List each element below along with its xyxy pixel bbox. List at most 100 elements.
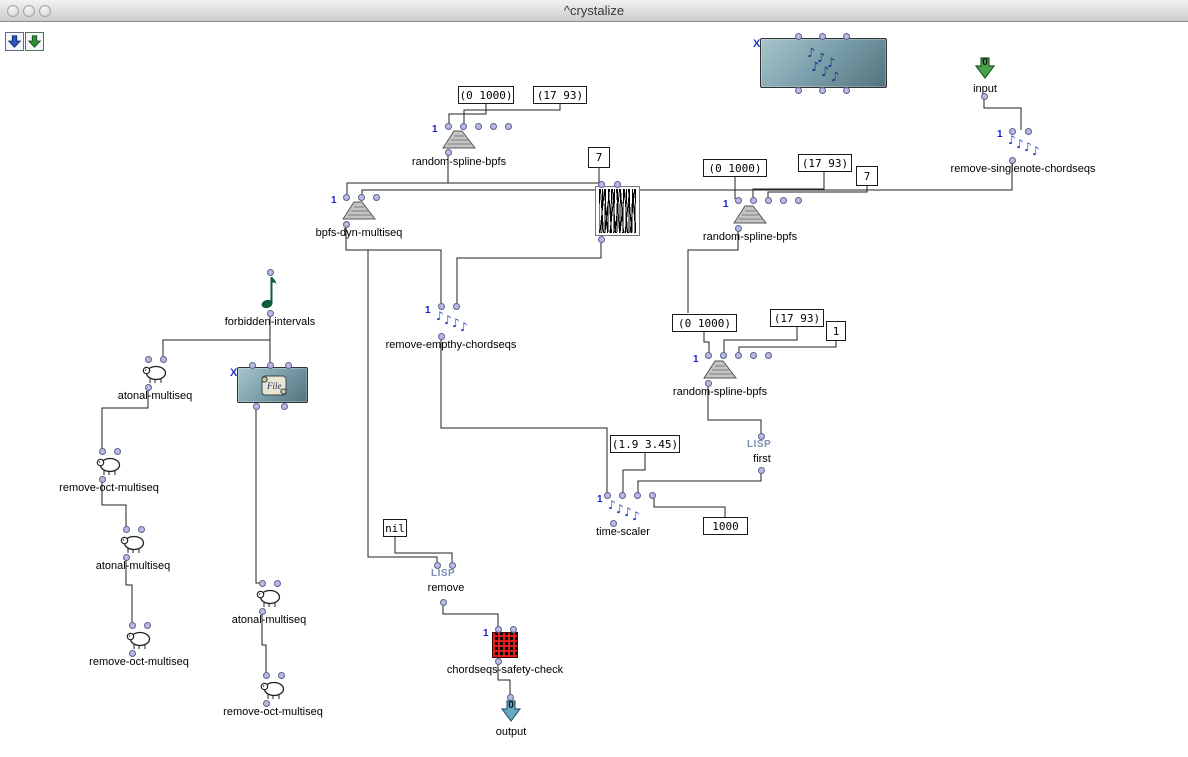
port[interactable] bbox=[604, 492, 611, 499]
port[interactable] bbox=[343, 194, 350, 201]
patch-cord[interactable] bbox=[361, 161, 1013, 196]
port[interactable] bbox=[99, 448, 106, 455]
zoom-button[interactable] bbox=[39, 5, 51, 17]
port[interactable] bbox=[490, 123, 497, 130]
value-box--17-93-[interactable]: (17 93) bbox=[533, 86, 587, 104]
box-remove-oct-multiseq[interactable]: remove-oct-multiseq bbox=[89, 628, 189, 668]
box-forbidden-intervals[interactable]: forbidden-intervals bbox=[225, 274, 315, 328]
box-atonal-multiseq[interactable]: atonal-multiseq bbox=[232, 586, 306, 626]
port[interactable] bbox=[453, 303, 460, 310]
value-box-1000[interactable]: 1000 bbox=[703, 517, 748, 535]
port[interactable] bbox=[795, 87, 802, 94]
port[interactable] bbox=[343, 221, 350, 228]
value-box-nil[interactable]: nil bbox=[383, 519, 407, 537]
port[interactable] bbox=[445, 123, 452, 130]
value-box--0-1000-[interactable]: (0 1000) bbox=[703, 159, 767, 177]
value-box-7[interactable]: 7 bbox=[588, 147, 610, 168]
value-box--17-93-[interactable]: (17 93) bbox=[798, 154, 852, 172]
patch-cord[interactable] bbox=[703, 332, 710, 354]
patch-cord[interactable] bbox=[497, 662, 511, 696]
port[interactable] bbox=[278, 672, 285, 679]
patch-cord[interactable] bbox=[456, 240, 602, 305]
port[interactable] bbox=[505, 123, 512, 130]
port[interactable] bbox=[449, 562, 456, 569]
port[interactable] bbox=[780, 197, 787, 204]
patch-cord[interactable] bbox=[463, 104, 561, 125]
patch-cord[interactable] bbox=[707, 384, 762, 435]
patch-cord[interactable] bbox=[101, 480, 127, 528]
port[interactable] bbox=[373, 194, 380, 201]
score-collection-box[interactable]: X♪♪♪♪♪♪ bbox=[753, 38, 887, 88]
value-box--17-93-[interactable]: (17 93) bbox=[770, 309, 824, 327]
port[interactable] bbox=[843, 33, 850, 40]
patch-cord[interactable] bbox=[637, 471, 762, 494]
patch-cord[interactable] bbox=[687, 229, 739, 313]
port[interactable] bbox=[138, 526, 145, 533]
patch-cord[interactable] bbox=[723, 327, 798, 354]
port[interactable] bbox=[819, 87, 826, 94]
box-atonal-multiseq[interactable]: atonal-multiseq bbox=[118, 362, 192, 402]
port[interactable] bbox=[145, 384, 152, 391]
port[interactable] bbox=[259, 580, 266, 587]
port[interactable] bbox=[705, 352, 712, 359]
port[interactable] bbox=[765, 352, 772, 359]
port[interactable] bbox=[144, 622, 151, 629]
patch-cord[interactable] bbox=[767, 186, 868, 199]
port[interactable] bbox=[249, 362, 256, 369]
patch-cord[interactable] bbox=[101, 388, 149, 450]
port[interactable] bbox=[160, 356, 167, 363]
value-box-1[interactable]: 1 bbox=[826, 321, 846, 341]
port[interactable] bbox=[795, 197, 802, 204]
port[interactable] bbox=[285, 362, 292, 369]
port[interactable] bbox=[495, 626, 502, 633]
port[interactable] bbox=[114, 448, 121, 455]
port[interactable] bbox=[610, 520, 617, 527]
port[interactable] bbox=[1025, 128, 1032, 135]
port[interactable] bbox=[460, 123, 467, 130]
port[interactable] bbox=[598, 181, 605, 188]
patch-cord[interactable] bbox=[622, 453, 646, 494]
patch-cord[interactable] bbox=[983, 97, 1022, 130]
port[interactable] bbox=[750, 352, 757, 359]
port[interactable] bbox=[598, 236, 605, 243]
patch-cord[interactable] bbox=[738, 341, 837, 354]
port[interactable] bbox=[281, 403, 288, 410]
port[interactable] bbox=[750, 197, 757, 204]
port[interactable] bbox=[438, 333, 445, 340]
box-remove-oct-multiseq[interactable]: remove-oct-multiseq bbox=[223, 678, 323, 718]
port[interactable] bbox=[129, 622, 136, 629]
port[interactable] bbox=[495, 658, 502, 665]
value-box--0-1000-[interactable]: (0 1000) bbox=[672, 314, 737, 332]
port[interactable] bbox=[634, 492, 641, 499]
port[interactable] bbox=[440, 599, 447, 606]
port[interactable] bbox=[735, 197, 742, 204]
port[interactable] bbox=[758, 467, 765, 474]
port[interactable] bbox=[475, 123, 482, 130]
box-atonal-multiseq[interactable]: atonal-multiseq bbox=[96, 532, 170, 572]
port[interactable] bbox=[259, 608, 266, 615]
close-button[interactable] bbox=[7, 5, 19, 17]
port[interactable] bbox=[263, 672, 270, 679]
port[interactable] bbox=[1009, 157, 1016, 164]
port[interactable] bbox=[619, 492, 626, 499]
green-down-arrow-button[interactable] bbox=[25, 32, 44, 51]
patch-cord[interactable] bbox=[752, 172, 825, 199]
patch-cord[interactable] bbox=[345, 225, 442, 305]
port[interactable] bbox=[145, 356, 152, 363]
port[interactable] bbox=[795, 33, 802, 40]
port[interactable] bbox=[123, 526, 130, 533]
port[interactable] bbox=[267, 269, 274, 276]
port[interactable] bbox=[981, 93, 988, 100]
patch-cord[interactable] bbox=[448, 104, 487, 125]
port[interactable] bbox=[263, 700, 270, 707]
port[interactable] bbox=[1009, 128, 1016, 135]
